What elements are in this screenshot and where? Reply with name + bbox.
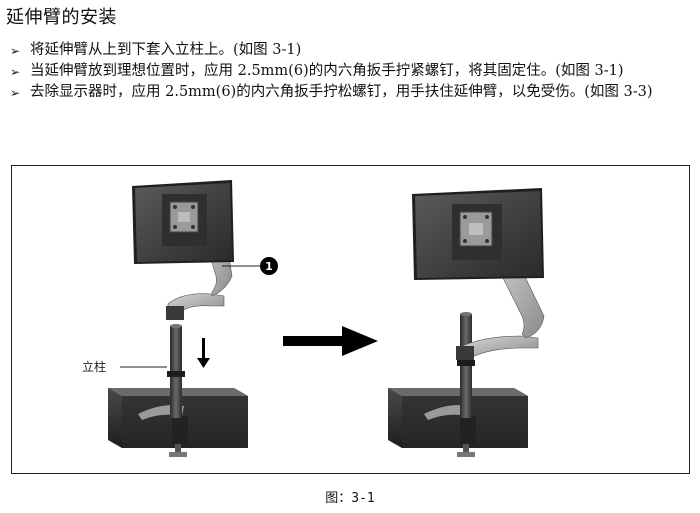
left-assembly: 立柱 1	[82, 180, 278, 457]
desk-base-right	[388, 388, 528, 448]
monitor-right	[412, 188, 544, 280]
right-assembly	[388, 188, 545, 457]
installation-figure: 立柱 1	[11, 165, 690, 474]
callout-marker	[260, 257, 278, 275]
arrow-bullet-icon: ➢	[10, 65, 21, 79]
instruction-item: ➢ 去除显示器时，应用 2.5mm(6)的内六角扳手拧松螺钉，用手扶住延伸臂，以…	[10, 82, 690, 103]
instruction-text: 当延伸臂放到理想位置时，应用 2.5mm(6)的内六角扳手拧紧螺钉，将其固定住。…	[30, 63, 624, 79]
instruction-text: 将延伸臂从上到下套入立柱上。(如图 3-1)	[30, 42, 302, 58]
instruction-item: ➢ 将延伸臂从上到下套入立柱上。(如图 3-1)	[10, 40, 690, 61]
down-arrow	[197, 338, 210, 368]
instruction-text: 去除显示器时，应用 2.5mm(6)的内六角扳手拧松螺钉，用手扶住延伸臂，以免受…	[30, 84, 653, 100]
figure-caption: 图：3-1	[325, 491, 375, 506]
clamp-right	[424, 405, 476, 457]
installation-illustration: 立柱 1	[82, 180, 545, 457]
transition-arrow	[283, 326, 378, 356]
section-heading: 延伸臂的安装	[6, 7, 117, 28]
monitor-left	[132, 180, 234, 264]
callout-number: 1	[265, 260, 273, 273]
arrow-bullet-icon: ➢	[10, 44, 21, 58]
instruction-item: ➢ 当延伸臂放到理想位置时，应用 2.5mm(6)的内六角扳手拧紧螺钉，将其固定…	[10, 61, 690, 82]
pole-label: 立柱	[82, 359, 106, 374]
instruction-list: ➢ 将延伸臂从上到下套入立柱上。(如图 3-1) ➢ 当延伸臂放到理想位置时，应…	[10, 40, 690, 103]
arrow-bullet-icon: ➢	[10, 86, 21, 100]
